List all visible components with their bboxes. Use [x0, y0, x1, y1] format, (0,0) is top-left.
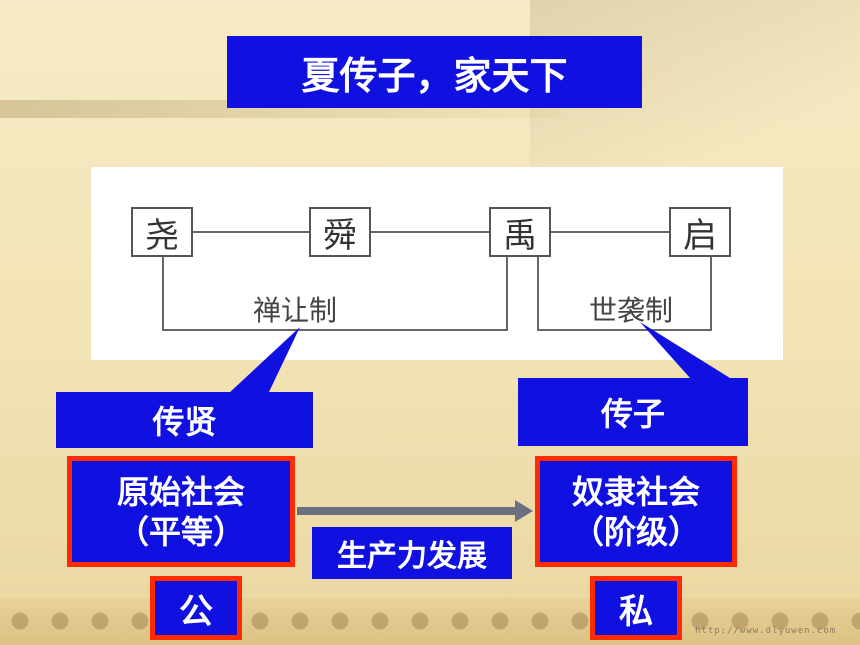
development-arrowhead [515, 500, 533, 522]
shanrang-label: 禅让制 [253, 294, 338, 327]
left-callout-pointer [228, 327, 300, 394]
node-shun: 舜 [309, 207, 371, 257]
primitive-society-box: 原始社会 （平等） [67, 456, 295, 567]
shanrang-bracket-left [162, 256, 164, 331]
node-qi: 启 [669, 207, 731, 257]
callout-chuanzi: 传子 [518, 378, 748, 446]
slave-society-label: 奴隶社会 [571, 472, 700, 511]
slide-title: 夏传子，家天下 [227, 36, 642, 108]
shixi-bracket-right [710, 256, 712, 331]
shanrang-bracket-bottom [162, 329, 508, 331]
primitive-society-label: 原始社会 [116, 472, 245, 511]
connector-shun-yu [371, 231, 489, 233]
callout-chuanxian: 传贤 [56, 392, 313, 448]
node-yao: 尧 [131, 207, 193, 257]
watermark-text: http://www.dlyuwen.com [695, 626, 837, 636]
connector-yu-qi [551, 231, 669, 233]
primitive-society-note: （平等） [116, 512, 245, 551]
shixi-bracket-left [537, 256, 539, 331]
succession-diagram: 尧 舜 禹 启 禅让制 世袭制 [91, 167, 783, 360]
slave-society-note: （阶级） [571, 512, 700, 551]
slave-society-box: 奴隶社会 （阶级） [535, 456, 737, 567]
shanrang-bracket-right [506, 256, 508, 331]
development-label: 生产力发展 [312, 527, 512, 579]
private-box: 私 [590, 576, 682, 640]
right-callout-pointer [640, 322, 730, 378]
public-box: 公 [150, 576, 242, 640]
development-arrow [297, 507, 515, 515]
background-bottom-pattern [0, 598, 860, 645]
node-yu: 禹 [489, 207, 551, 257]
shixi-label: 世袭制 [589, 294, 674, 327]
shixi-bracket-bottom [537, 329, 712, 331]
connector-yao-shun [191, 231, 309, 233]
